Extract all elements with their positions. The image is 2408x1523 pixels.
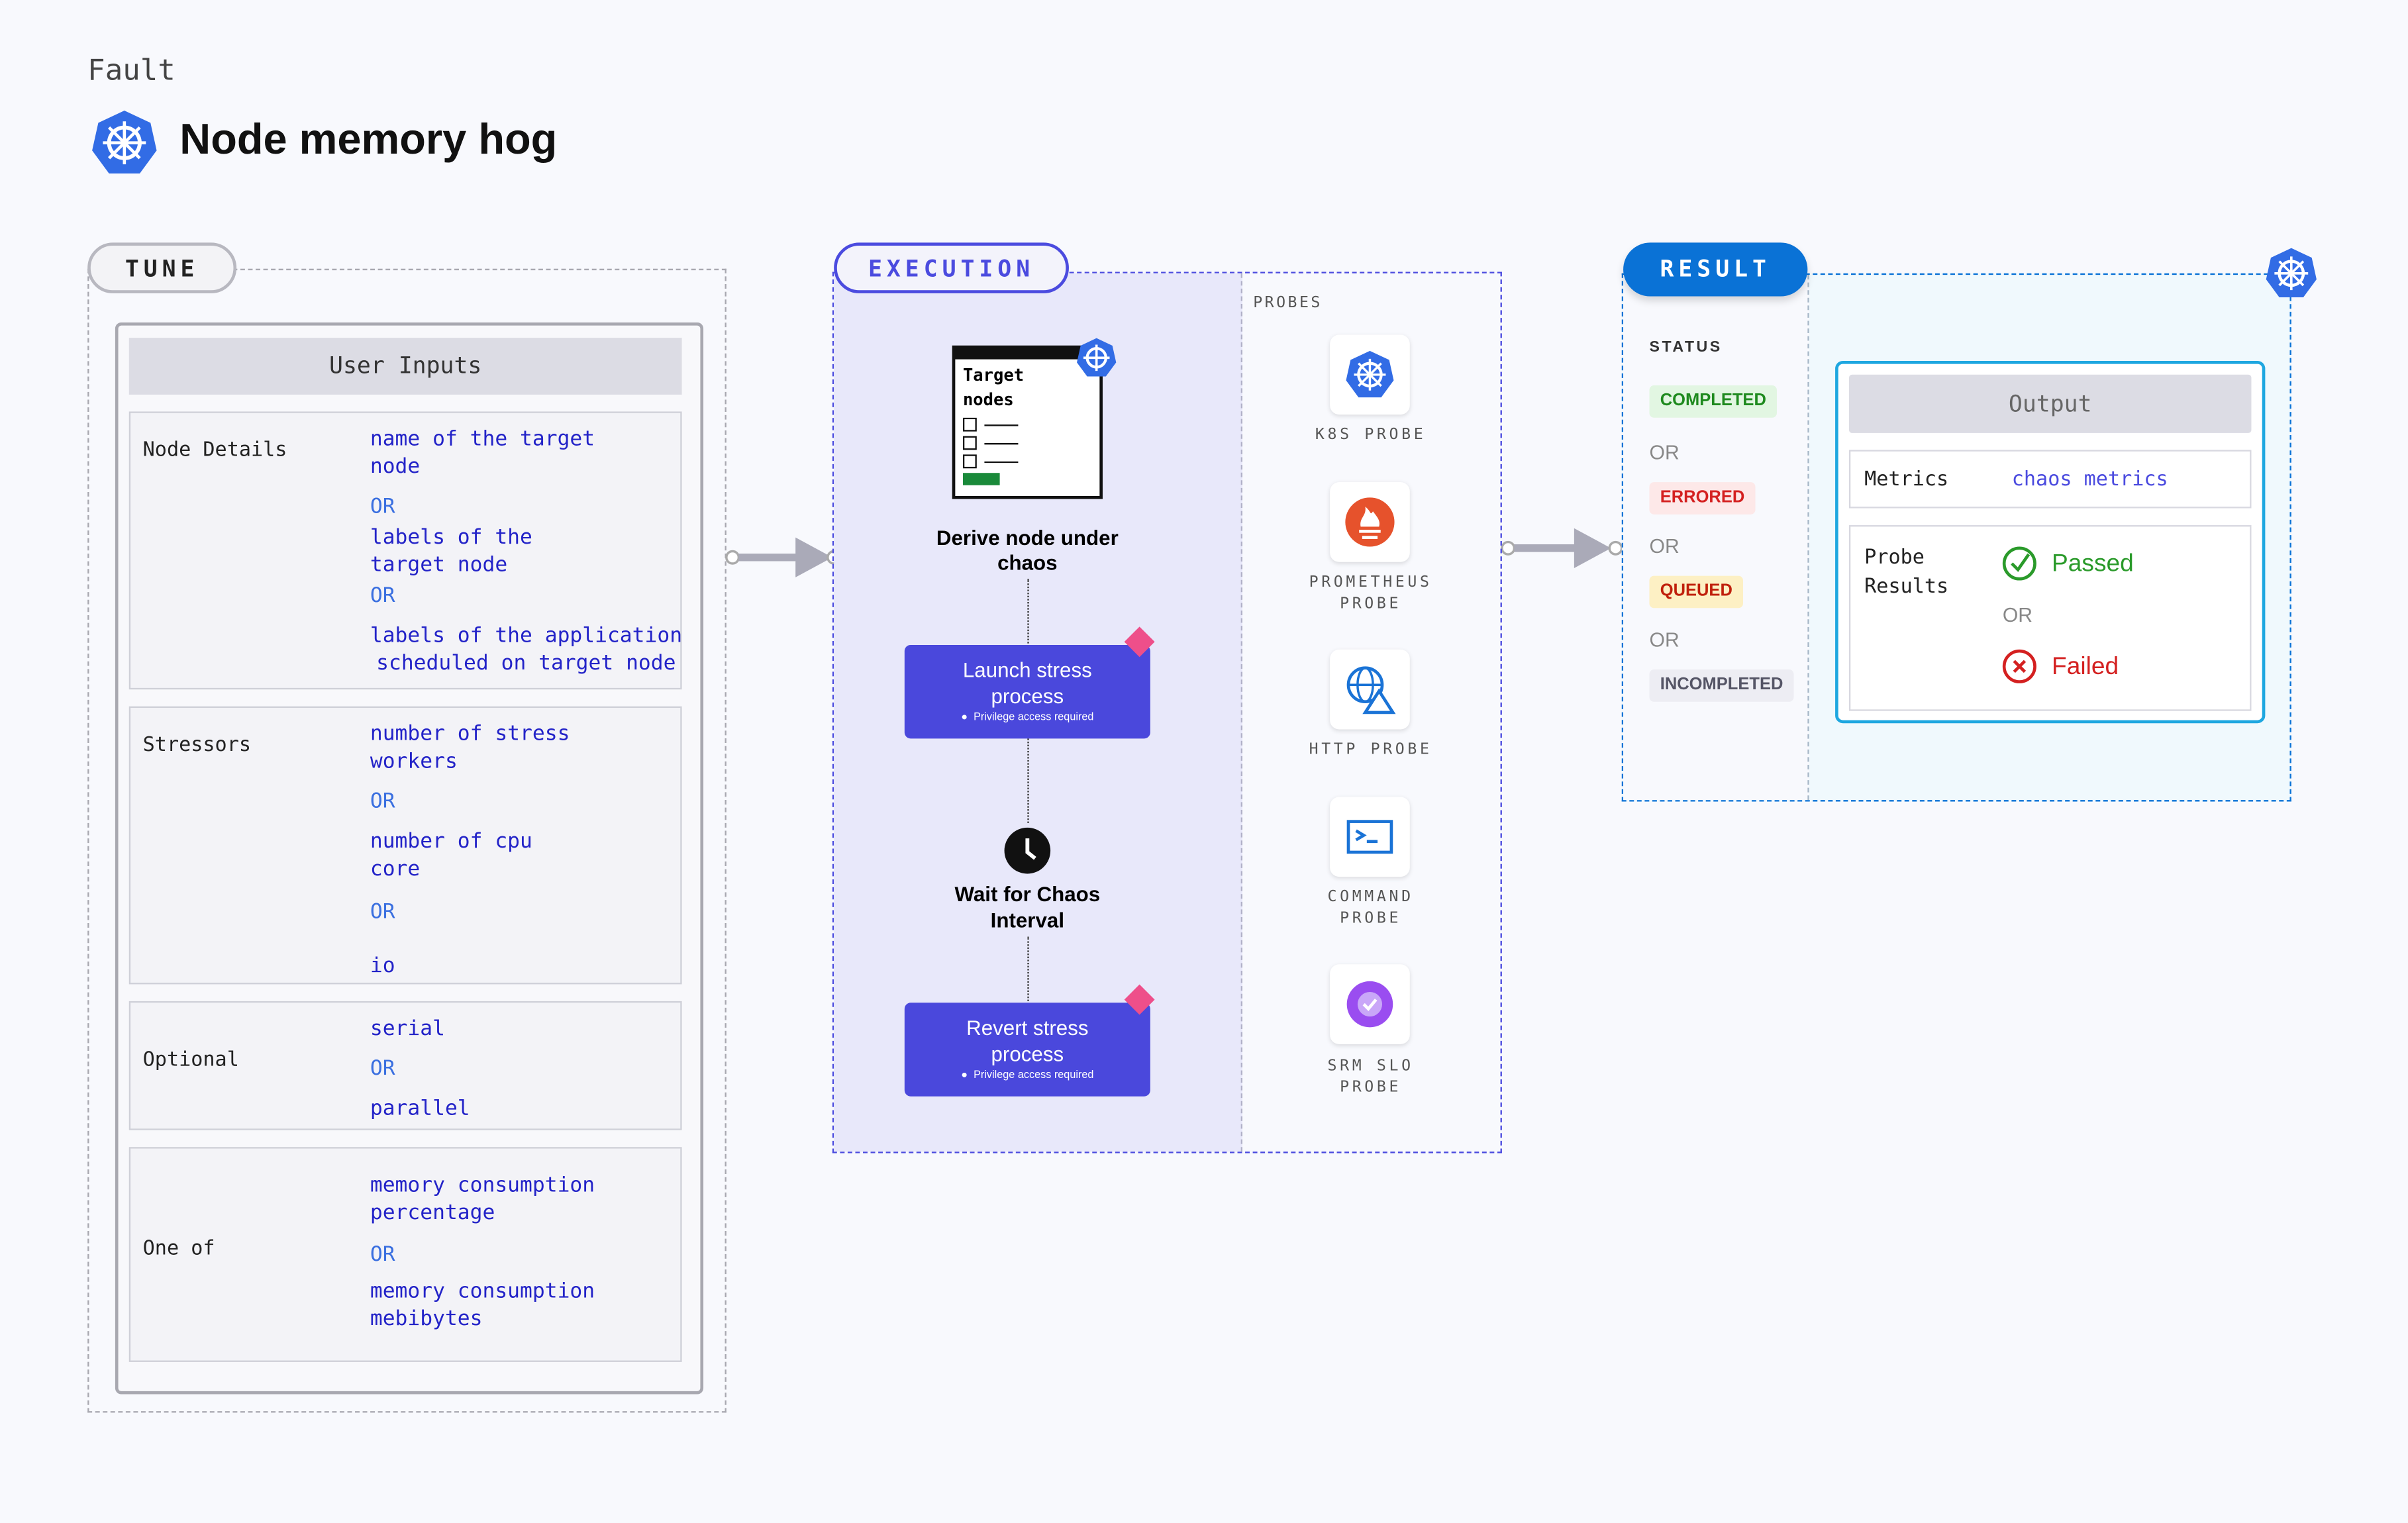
wait-chaos-interval-step: Wait for Chaos Interval — [954, 883, 1101, 932]
lock-icon: ● — [961, 1070, 968, 1081]
value: name of the target — [370, 426, 595, 452]
or-text: OR — [370, 583, 395, 609]
value: target node — [370, 552, 508, 577]
or-text: OR — [1649, 534, 1680, 558]
value: labels of the application — [370, 623, 683, 648]
status-title: STATUS — [1649, 339, 1723, 356]
metrics-value: chaos metrics — [2011, 468, 2168, 492]
k8s-probe[interactable] — [1330, 334, 1410, 415]
result-tab: RESULT — [1623, 242, 1808, 297]
lock-icon: ● — [961, 712, 968, 724]
globe-warning-icon — [1346, 666, 1396, 714]
clock-icon — [1004, 827, 1051, 874]
kubernetes-icon — [1077, 338, 1117, 377]
kubernetes-icon — [92, 110, 157, 174]
value: memory consumption — [370, 1173, 595, 1198]
checklist-icon — [962, 417, 1019, 485]
prometheus-icon — [1345, 497, 1395, 547]
value: io — [370, 954, 395, 979]
step-title: Launch stress process — [962, 658, 1092, 709]
x-circle-icon — [2002, 649, 2036, 683]
arrow-tune-to-execution — [725, 537, 842, 577]
probe-label: K8S PROBE — [1315, 426, 1427, 444]
privilege-note: Privilege access required — [974, 712, 1094, 724]
row-label: One of — [142, 1238, 215, 1261]
value: labels of the — [370, 525, 532, 550]
output-title: Output — [1848, 374, 2252, 433]
value: core — [370, 856, 421, 882]
or-text: OR — [370, 494, 395, 519]
or-text: OR — [2002, 603, 2033, 627]
node-details-row: Node Details name of the target node OR … — [128, 411, 683, 690]
one-of-row: One of memory consumption percentage OR … — [128, 1147, 682, 1362]
flow-connector — [1027, 936, 1029, 1001]
probe-results-row — [1848, 525, 2252, 711]
flow-connector — [1027, 738, 1029, 823]
value: number of stress — [370, 721, 570, 746]
metrics-label: Metrics — [1864, 468, 1949, 492]
stressors-row: Stressors number of stress workers OR nu… — [128, 706, 682, 985]
target-nodes-card: Target nodes — [952, 345, 1103, 499]
launch-stress-step[interactable]: Launch stress process ● Privilege access… — [904, 644, 1150, 739]
optional-row: Optional serial OR parallel — [128, 1001, 682, 1130]
value: mebibytes — [370, 1306, 483, 1332]
row-label: Node Details — [142, 439, 287, 462]
value: number of cpu — [370, 829, 532, 854]
terminal-icon — [1346, 820, 1393, 854]
value: workers — [370, 749, 458, 774]
srm-slo-probe[interactable] — [1330, 964, 1410, 1044]
probe-label: PROMETHEUS PROBE — [1309, 574, 1432, 613]
prometheus-probe[interactable] — [1330, 482, 1410, 562]
probe-results-label: Probe — [1864, 546, 1925, 570]
kubernetes-icon — [1346, 350, 1394, 398]
row-label: Stressors — [142, 734, 252, 758]
value: memory consumption — [370, 1279, 595, 1304]
row-label: Optional — [142, 1048, 239, 1072]
execution-tab: EXECUTION — [834, 242, 1069, 293]
user-inputs-title: User Inputs — [128, 338, 682, 395]
flow-connector — [1027, 579, 1029, 644]
status-column — [1623, 275, 1809, 801]
target-card-text: nodes — [962, 390, 1014, 411]
or-text: OR — [370, 1242, 395, 1267]
status-errored: ERRORED — [1649, 482, 1756, 515]
check-circle-icon — [2002, 546, 2036, 581]
slo-icon — [1346, 981, 1393, 1028]
target-card-text: Target — [962, 365, 1025, 386]
status-completed: COMPLETED — [1649, 385, 1778, 418]
metrics-row — [1848, 450, 2252, 509]
or-text: OR — [370, 899, 395, 924]
page-title: Node memory hog — [179, 115, 558, 163]
or-text: OR — [1649, 440, 1680, 464]
value: node — [370, 454, 421, 479]
or-text: OR — [370, 789, 395, 814]
tune-tab: TUNE — [87, 242, 237, 293]
step-title: Revert stress process — [966, 1016, 1089, 1066]
http-probe[interactable] — [1330, 649, 1410, 730]
status-incompleted: INCOMPLETED — [1649, 669, 1794, 702]
probe-label: COMMAND PROBE — [1327, 889, 1414, 928]
revert-stress-step[interactable]: Revert stress process ● Privilege access… — [904, 1003, 1150, 1097]
failed-text: Failed — [2052, 654, 2119, 681]
or-text: OR — [370, 1056, 395, 1081]
command-probe[interactable] — [1330, 797, 1410, 877]
kubernetes-icon — [2266, 248, 2317, 298]
probes-title: PROBES — [1253, 295, 1323, 312]
tune-section — [87, 268, 727, 1413]
fault-kicker: Fault — [87, 54, 176, 88]
passed-text: Passed — [2052, 551, 2134, 577]
probe-label: SRM SLO PROBE — [1327, 1057, 1414, 1097]
value: parallel — [370, 1096, 470, 1121]
probe-results-label: Results — [1864, 575, 1949, 599]
value: scheduled on target node — [376, 651, 676, 676]
privilege-note: Privilege access required — [974, 1070, 1094, 1081]
status-queued: QUEUED — [1649, 575, 1744, 609]
derive-node-step: Derive node under chaos — [936, 526, 1119, 575]
execution-section — [832, 271, 1502, 1154]
arrow-execution-to-result — [1501, 528, 1623, 568]
value: percentage — [370, 1201, 495, 1226]
value: serial — [370, 1016, 445, 1042]
or-text: OR — [1649, 628, 1680, 652]
probe-label: HTTP PROBE — [1309, 742, 1432, 759]
